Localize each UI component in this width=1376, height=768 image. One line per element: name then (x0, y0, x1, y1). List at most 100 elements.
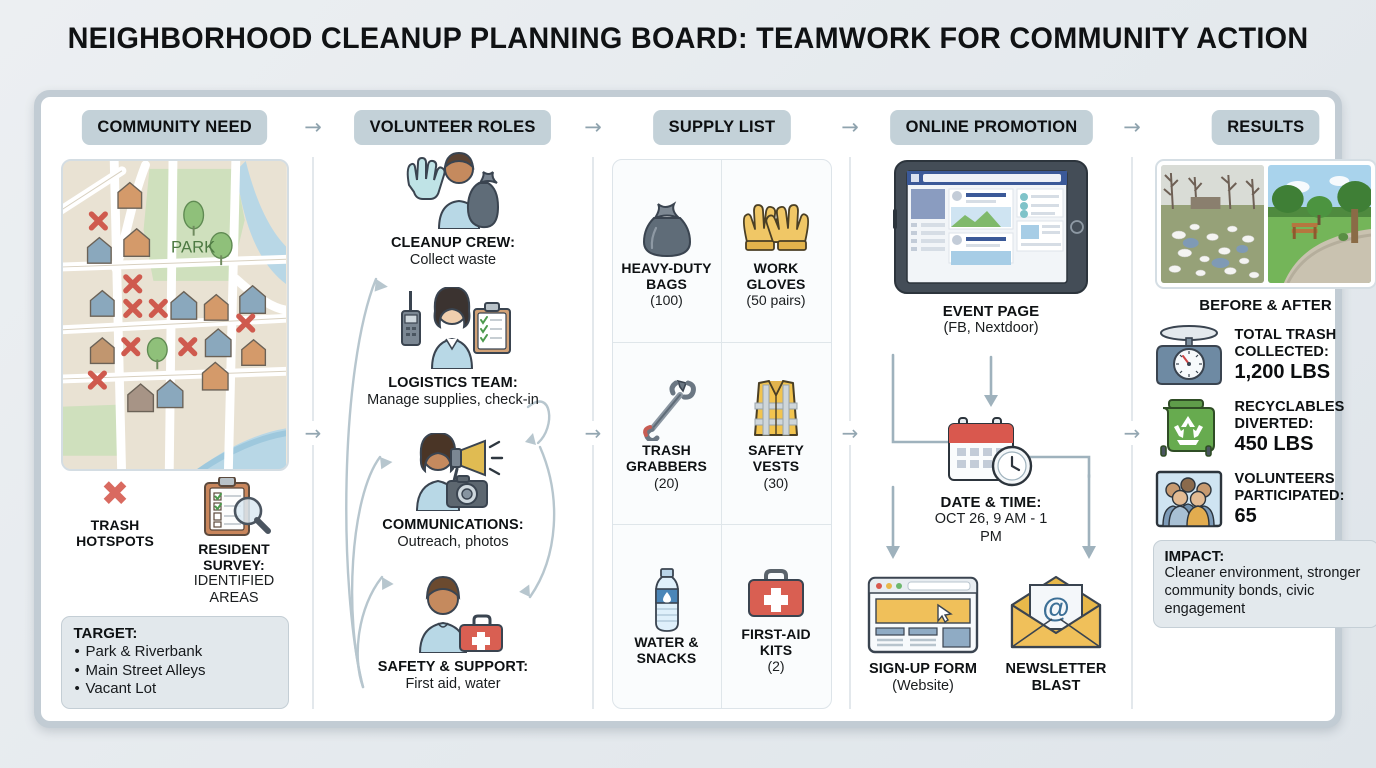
role-logistics-team[interactable]: LOGISTICS TEAM: Manage supplies, check-i… (330, 287, 576, 409)
tablet-social-page-icon (893, 160, 1088, 294)
before-photo (1160, 165, 1264, 283)
trash-grabber-icon (642, 380, 696, 442)
stage-header-results[interactable]: RESULTS (1149, 109, 1376, 145)
legend-line1: TRASH (90, 516, 140, 533)
stat-value: 1,200 LBS (1234, 360, 1331, 383)
column-online-promotion: EVENT PAGE (FB, Nextdoor) (867, 157, 1115, 709)
supply-line1: SAFETY (748, 442, 804, 459)
after-photo (1267, 165, 1371, 283)
role-title: SAFETY & SUPPORT: (377, 659, 529, 675)
work-gloves-icon (742, 203, 810, 251)
supply-qty: (20) (654, 474, 679, 491)
promo-event-page[interactable]: EVENT PAGE (FB, Nextdoor) (891, 157, 1091, 338)
legend-trash-hotspots: ✖ TRASH HOTSPOTS (56, 477, 175, 549)
supply-item-trash-grabbers[interactable]: TRASH GRABBERS (20) (612, 342, 722, 526)
svg-text:@: @ (1042, 592, 1069, 623)
radio-clipboard-icon (401, 287, 511, 369)
flow-arrow-icon-3: → (841, 114, 859, 139)
divider-1: → (296, 157, 330, 709)
first-aid-person-icon (418, 575, 503, 653)
water-bottle-icon (654, 567, 679, 632)
neighborhood-map[interactable]: PARK (60, 159, 289, 471)
promo-newsletter-blast[interactable]: @ NEWSLETTER BLAST (989, 575, 1123, 694)
before-after-label: BEFORE & AFTER (1199, 297, 1332, 314)
impact-heading: IMPACT: (1164, 548, 1225, 566)
supply-item-first-aid-kits[interactable]: FIRST-AID KITS (2) (722, 525, 831, 708)
date-time-title: DATE & TIME: (940, 494, 1042, 511)
stage-label: VOLUNTEER ROLES (354, 109, 552, 145)
column-community-need: PARK (53, 157, 296, 709)
supply-qty: (2) (767, 657, 785, 674)
role-desc: Outreach, photos (397, 533, 509, 550)
supply-item-work-gloves[interactable]: WORK GLOVES (50 pairs) (721, 160, 831, 343)
newsletter-title: NEWSLETTER (1005, 661, 1107, 677)
divider-4: → (1115, 157, 1149, 709)
page-title: NEIGHBORHOOD CLEANUP PLANNING BOARD: TEA… (67, 22, 1309, 55)
stage-header-volunteer-roles[interactable]: VOLUNTEER ROLES (330, 109, 576, 145)
red-x-icon: ✖ (100, 473, 130, 514)
legend-resident-survey: RESIDENT SURVEY: IDENTIFIED AREAS (175, 476, 294, 608)
promo-date-time[interactable]: DATE & TIME: OCT 26, 9 AM - 1 PM (929, 412, 1053, 546)
safety-vest-icon (754, 380, 798, 437)
legend-line2: HOTSPOTS (76, 532, 154, 549)
target-list-item: Main Street Alleys (74, 662, 278, 681)
date-time-sub: OCT 26, 9 AM - 1 PM (934, 511, 1048, 545)
stage-label: SUPPLY LIST (652, 109, 791, 145)
target-panel: TARGET: Park & Riverbank Main Street All… (60, 615, 289, 709)
impact-panel: IMPACT: Cleaner environment, stronger co… (1152, 540, 1376, 629)
legend-line1: RESIDENT SURVEY: (198, 540, 270, 573)
stage-header-online-promotion[interactable]: ONLINE PROMOTION (867, 109, 1115, 145)
stat-recyclables: RECYCLABLES DIVERTED: 450 LBS (1153, 396, 1376, 458)
flow-arrow-icon-col3: → (840, 421, 860, 445)
supply-item-safety-vests[interactable]: SAFETY VESTS (30) (721, 343, 831, 526)
supply-line1: TRASH (642, 442, 691, 459)
supply-line1: FIRST-AID (741, 625, 811, 642)
role-communications[interactable]: COMMUNICATIONS: Outreach, photos (330, 433, 576, 551)
supply-item-heavy-duty-bags[interactable]: HEAVY-DUTY BAGS (100) (612, 160, 722, 343)
flow-arrow-icon-4: → (1123, 114, 1141, 139)
megaphone-camera-icon (415, 433, 504, 511)
before-image (1160, 165, 1264, 283)
divider-2: → (576, 157, 610, 709)
supply-line2: SNACKS (636, 649, 697, 666)
stat-line1: TOTAL TRASH (1234, 326, 1337, 343)
stage-header-community-need[interactable]: COMMUNITY NEED (53, 109, 296, 145)
column-volunteer-roles: CLEANUP CREW: Collect waste (330, 151, 576, 709)
stat-line2: COLLECTED: (1234, 343, 1329, 360)
planning-board: COMMUNITY NEED → VOLUNTEER ROLES → SUPPL… (34, 90, 1376, 728)
flow-arrow-icon-col4: → (1122, 421, 1142, 445)
supply-grid: HEAVY-DUTY BAGS (100) (611, 159, 832, 709)
stat-value: 450 LBS (1234, 432, 1314, 455)
promo-signup-form[interactable]: SIGN-UP FORM (Website) (853, 575, 993, 695)
volunteer-glove-bag-icon (406, 151, 500, 229)
flow-arrow-icon-1: → (304, 114, 322, 139)
target-list-item: Park & Riverbank (74, 643, 278, 662)
role-title: CLEANUP CREW: (390, 235, 516, 251)
svg-text:PARK: PARK (171, 237, 215, 256)
after-image (1267, 165, 1371, 283)
legend-line2: IDENTIFIED AREAS (193, 572, 275, 607)
target-heading: TARGET: (73, 624, 138, 642)
stage-label: COMMUNITY NEED (81, 109, 268, 145)
role-desc: First aid, water (405, 675, 501, 692)
stat-line2: PARTICIPATED: (1234, 487, 1345, 504)
before-after-images[interactable] (1154, 159, 1376, 289)
recycling-bin-icon (1159, 399, 1215, 458)
event-page-sub: (FB, Nextdoor) (943, 320, 1039, 337)
supply-line2: VESTS (752, 458, 800, 475)
flow-arrow-icon-col2: → (583, 421, 603, 445)
role-safety-support[interactable]: SAFETY & SUPPORT: First aid, water (330, 575, 576, 693)
stat-line2: DIVERTED: (1234, 415, 1314, 432)
first-aid-kit-icon (748, 568, 804, 617)
supply-line1: WATER & (634, 633, 699, 650)
supply-qty: (100) (650, 291, 683, 308)
supply-item-water-snacks[interactable]: WATER & SNACKS (613, 525, 722, 708)
stage-label: RESULTS (1211, 109, 1320, 145)
email-envelope-icon: @ (1010, 575, 1102, 649)
supply-line1: WORK (753, 259, 799, 276)
role-cleanup-crew[interactable]: CLEANUP CREW: Collect waste (330, 151, 576, 269)
browser-form-icon (867, 576, 979, 654)
divider-3: → (833, 157, 867, 709)
stage-header-supply-list[interactable]: SUPPLY LIST (610, 109, 833, 145)
newsletter-sub: BLAST (1031, 677, 1081, 694)
